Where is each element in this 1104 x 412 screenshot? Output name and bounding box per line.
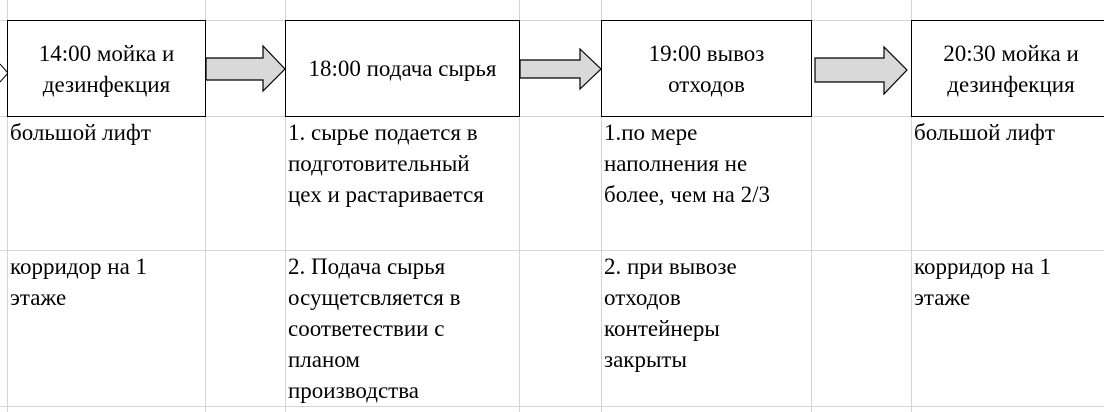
cell-row2-col2[interactable]: 2. Подача сырья осущетсвляется в соответ… [288, 254, 461, 403]
step-box-4[interactable]: 20:30 мойка и дезинфекция [911, 20, 1104, 117]
step-box-1[interactable]: 14:00 мойка и дезинфекция [7, 20, 206, 117]
step-title-4: 20:30 мойка и дезинфекция [943, 40, 1079, 97]
step-title-2: 18:00 подача сырья [308, 56, 497, 81]
step-box-3[interactable]: 19:00 вывоз отходов [601, 20, 812, 117]
step-title-1: 14:00 мойка и дезинфекция [38, 40, 175, 97]
step-title-3: 19:00 вывоз отходов [648, 40, 765, 97]
cell-row1-col2[interactable]: 1. сырье подается в подготовительный цех… [288, 120, 484, 207]
cell-row1-col1[interactable]: большой лифт [10, 120, 151, 145]
cell-row2-col1[interactable]: корридор на 1 этаже [10, 254, 148, 310]
cell-row2-col3[interactable]: 2. при вывозе отходов контейнеры закрыты [604, 254, 737, 372]
cell-row2-col4[interactable]: корридор на 1 этаже [914, 254, 1052, 310]
step-box-2[interactable]: 18:00 подача сырья [285, 20, 520, 117]
cell-row1-col3[interactable]: 1.по мере наполнения не более, чем на 2/… [604, 120, 771, 207]
grid-row-line [0, 406, 1104, 407]
arrow-right-icon [519, 47, 602, 91]
arrow-right-icon [814, 45, 908, 96]
cell-row1-col4[interactable]: большой лифт [914, 120, 1055, 145]
arrow-right-icon [205, 44, 286, 93]
